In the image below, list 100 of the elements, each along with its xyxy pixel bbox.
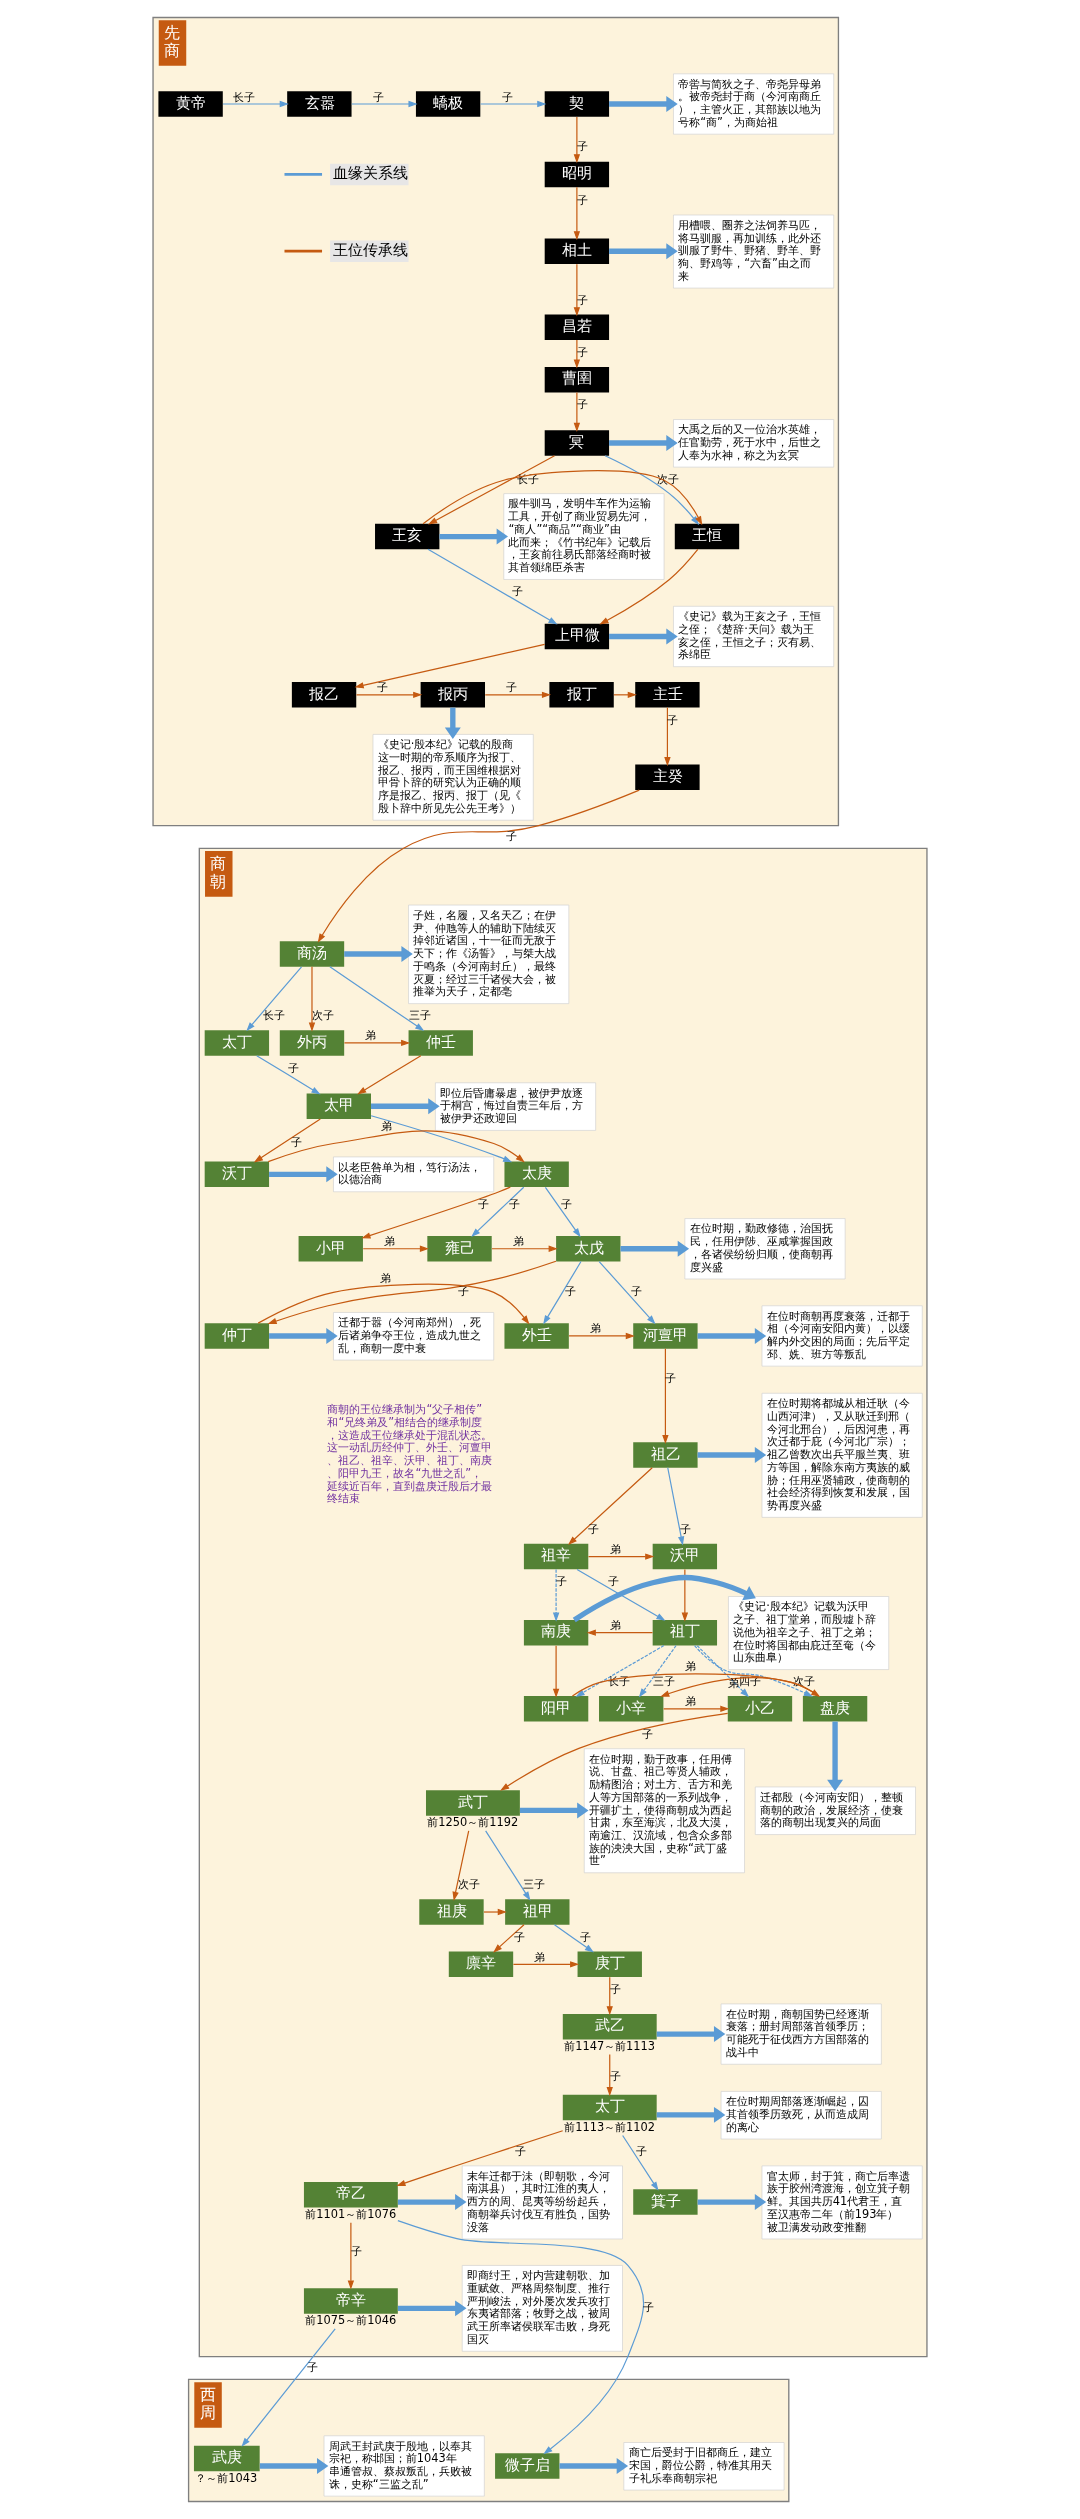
edge-label: 弟 — [512, 1235, 524, 1249]
arrow — [361, 1186, 511, 1239]
arrow — [241, 2328, 336, 2447]
arrow — [609, 435, 678, 451]
arrow — [572, 1574, 756, 1623]
node-box: 仲丁 — [204, 1323, 270, 1349]
edge-label: 子 — [478, 1197, 490, 1211]
arrow — [520, 1802, 589, 1819]
arrow — [609, 96, 678, 112]
arrow — [638, 1645, 677, 1698]
node-box: 玄嚣 — [287, 91, 352, 117]
node-box: 仲壬 — [408, 1030, 473, 1056]
node-box: 太甲 — [306, 1093, 371, 1119]
node-box: 黄帝 — [158, 91, 223, 117]
node-box: 太戊 — [556, 1236, 621, 1262]
node-box: 沃甲 — [652, 1543, 718, 1570]
arrow — [452, 1830, 470, 1901]
arrow — [586, 1629, 654, 1636]
arrow — [606, 2054, 613, 2097]
arrow — [599, 548, 699, 625]
arrow — [696, 1645, 750, 1698]
arrow — [397, 2219, 645, 2455]
arrow — [697, 1447, 767, 1463]
arrow — [257, 1283, 530, 1325]
node-label: 前1250～前1192 — [427, 1815, 519, 1830]
edge-label: 子 — [511, 585, 523, 599]
node-box: 主癸 — [635, 764, 700, 791]
node-box: 雍己 — [427, 1236, 492, 1262]
node-box: 小辛 — [599, 1696, 664, 1722]
arrow — [484, 691, 552, 699]
legend-label: 血缘关系线 — [332, 164, 408, 182]
edge-label: 子 — [377, 681, 389, 695]
node-box: 祖甲 — [505, 1899, 570, 1925]
arrow — [354, 643, 546, 689]
arrow — [552, 1645, 560, 1698]
arrow — [500, 1712, 729, 1791]
arrow — [620, 1240, 690, 1257]
node-box: 太庚 — [504, 1161, 569, 1188]
arrow — [697, 1328, 767, 1344]
edge-label: 子 — [506, 829, 518, 843]
arrow — [396, 2130, 564, 2186]
arrow — [664, 707, 671, 767]
arrow — [343, 1039, 411, 1047]
node-label: 前1147～前1113 — [564, 2038, 656, 2053]
arrow — [567, 1467, 653, 1545]
edge-label: 子 — [680, 1522, 692, 1536]
arrow — [543, 1260, 582, 1325]
arrow — [222, 100, 289, 108]
arrow — [697, 2194, 767, 2211]
node-box: 太丁 — [562, 2094, 657, 2121]
arrow — [269, 1328, 338, 1344]
edge-label: 弟 — [380, 1120, 392, 1134]
arrow — [491, 1245, 558, 1252]
arrow — [568, 1332, 635, 1340]
node-box: 报丁 — [549, 682, 614, 708]
arrow — [606, 1976, 613, 2016]
edge-label: 子 — [588, 1522, 600, 1536]
arrow — [370, 1115, 513, 1163]
edge-label: 子 — [515, 2144, 527, 2158]
edge-label: 次子 — [457, 1878, 480, 1892]
node-box: 武丁 — [426, 1790, 520, 1816]
node-box: 河亶甲 — [633, 1323, 698, 1349]
arrow — [604, 455, 700, 526]
node-box: 武乙 — [562, 2013, 657, 2040]
node-box: 昭明 — [544, 161, 610, 188]
edge-label: 四子 — [739, 1675, 762, 1689]
edge-label: 子 — [643, 2300, 655, 2314]
arrow — [827, 1721, 844, 1792]
edge-label: 子 — [501, 90, 513, 104]
node-box: 报乙 — [291, 682, 357, 708]
arrow — [656, 2026, 726, 2043]
arrow — [485, 1830, 531, 1901]
arrow — [479, 100, 547, 108]
edge-label: 弟 — [610, 1619, 622, 1633]
node-box: 庚丁 — [577, 1951, 642, 1978]
edge-label: 子 — [609, 2070, 621, 2084]
node-box: 相土 — [544, 238, 610, 264]
arrow — [471, 1186, 525, 1238]
edge-label: 子 — [513, 1930, 525, 1944]
node-label: 前1113～前1102 — [564, 2119, 656, 2134]
arrow — [663, 1705, 730, 1713]
arrow — [329, 966, 425, 1032]
arrow — [355, 691, 423, 699]
node-box: 帝乙 — [303, 2181, 398, 2208]
arrow — [256, 1055, 321, 1095]
edge-label: 子 — [372, 90, 384, 104]
node-box: 契 — [544, 91, 610, 117]
arrow — [544, 1186, 581, 1238]
arrow — [357, 1055, 422, 1095]
arrow — [483, 1908, 507, 1916]
arrow — [493, 1924, 525, 1953]
edge-label: 三子 — [409, 1009, 432, 1023]
arrow — [609, 628, 678, 645]
edge-label: 子 — [631, 1284, 643, 1298]
node-box: 王恒 — [674, 523, 740, 550]
node-box: 帝辛 — [303, 2288, 398, 2314]
edge-label: 弟 — [609, 1543, 621, 1557]
edge-label: 三子 — [523, 1878, 546, 1892]
arrow — [397, 2194, 467, 2211]
edge-label: 子 — [509, 1197, 521, 1211]
